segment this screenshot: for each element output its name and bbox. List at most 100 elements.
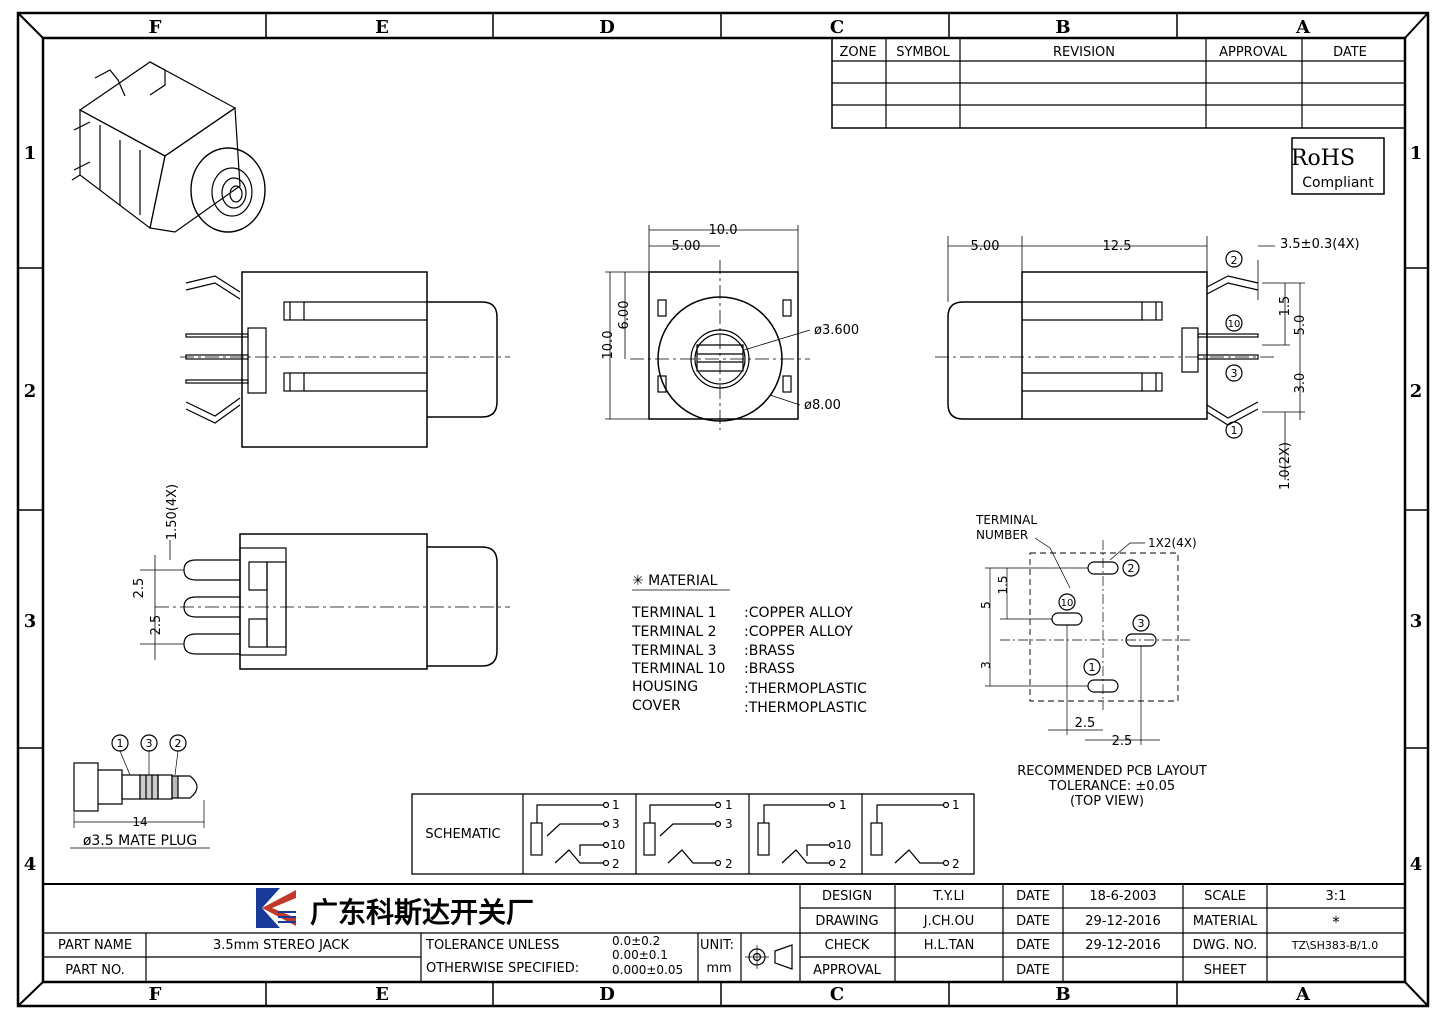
tolerance-value: 0.00±0.1	[612, 948, 668, 962]
dim-half-5: 5.00	[672, 239, 701, 254]
col-label: B	[1055, 984, 1070, 1005]
rohs-title: RoHS	[1291, 146, 1355, 171]
dim-dia-outer: ø8.00	[804, 398, 841, 413]
dim-1-5: 1.5	[1278, 296, 1293, 317]
revision-table: ZONE SYMBOL REVISION APPROVAL DATE	[831, 37, 1406, 129]
col-label: F	[149, 17, 162, 38]
plug-label: ø3.5 MATE PLUG	[83, 833, 197, 849]
col-label: D	[599, 984, 615, 1005]
schematic-label: SCHEMATIC	[425, 827, 500, 842]
scale-label: SCALE	[1204, 889, 1246, 904]
pcb-layout: TERMINAL NUMBER 1X2(4X) 5 1.5 3 2.5 2.5 …	[975, 513, 1207, 809]
row-label: 1	[1410, 143, 1423, 164]
scale-value: 3:1	[1326, 889, 1347, 904]
company-name: 广东科斯达开关厂	[310, 896, 534, 929]
pin-label: 1	[612, 798, 620, 812]
drawing-by: J.CH.OU	[923, 914, 974, 929]
title-block: 广东科斯达开关厂 PART NAME 3.5mm STEREO JACK PAR…	[43, 883, 1405, 982]
design-label: DESIGN	[822, 889, 872, 904]
rohs-subtitle: Compliant	[1302, 175, 1374, 191]
mate-plug: 1 3 2 14 ø3.5 MATE PLUG	[70, 734, 210, 849]
pcb-dim-2-5-a: 2.5	[1075, 716, 1096, 731]
dim-1-0-2x: 1.0(2X)	[1278, 442, 1293, 490]
material-name: COVER	[632, 698, 681, 714]
dim-pin-length: 3.5±0.3(4X)	[1280, 237, 1360, 252]
pcb-terminal-10: 10	[1061, 598, 1074, 609]
sheet-label: SHEET	[1204, 963, 1246, 978]
pcb-tolerance: TOLERANCE: ±0.05	[1048, 779, 1175, 794]
front-view: 10.0 5.00 10.0 6.00 ø3.600 ø8.00	[601, 223, 859, 430]
date-drawing: 29-12-2016	[1085, 914, 1161, 929]
dim-5: 5.00	[971, 239, 1000, 254]
date-label: DATE	[1016, 938, 1050, 953]
col-label: A	[1295, 17, 1311, 38]
material-value: *	[1332, 913, 1340, 931]
dim-12-5: 12.5	[1103, 239, 1132, 254]
date-label: DATE	[1016, 963, 1050, 978]
material-value: :COPPER ALLOY	[744, 624, 853, 640]
col-label: C	[830, 984, 844, 1005]
pcb-dim-3: 3	[979, 661, 993, 669]
plug-length-dim: 14	[132, 815, 147, 829]
pin-label: 10	[610, 838, 625, 852]
pin-label: 1	[952, 798, 960, 812]
col-label: C	[830, 17, 844, 38]
material-name: HOUSING	[632, 679, 698, 695]
row-label: 4	[24, 854, 37, 875]
material-value: :BRASS	[744, 661, 795, 677]
pcb-dim-5: 5	[979, 601, 993, 609]
terminal-10-marker: 10	[1228, 319, 1241, 330]
col-label: E	[375, 984, 389, 1005]
drawing-label: DRAWING	[815, 914, 878, 929]
terminal-number-label: NUMBER	[976, 528, 1028, 542]
tolerance-value: 0.0±0.2	[612, 934, 660, 948]
pin-label: 3	[725, 817, 733, 831]
pin-label: 10	[836, 838, 851, 852]
pcb-dim-1-5: 1.5	[996, 575, 1010, 594]
rev-header-revision: REVISION	[1053, 45, 1115, 60]
terminal-2-marker: 2	[1231, 254, 1238, 267]
plug-ring-1: 1	[117, 737, 124, 750]
pin-label: 3	[612, 817, 620, 831]
dim-height-10: 10.0	[601, 331, 616, 360]
pcb-terminal-3: 3	[1138, 617, 1145, 630]
dim-width-10: 10.0	[709, 223, 738, 238]
pcb-dim-2-5-b: 2.5	[1112, 734, 1133, 749]
terminal-1-marker: 1	[1231, 424, 1238, 437]
row-label: 4	[1410, 854, 1423, 875]
material-name: TERMINAL 2	[631, 624, 717, 640]
material-name: TERMINAL 3	[631, 643, 717, 659]
rev-header-date: DATE	[1333, 45, 1367, 60]
date-check: 29-12-2016	[1085, 938, 1161, 953]
unit-value: mm	[706, 961, 731, 976]
pin-label: 2	[952, 857, 960, 871]
row-label: 2	[1410, 381, 1423, 402]
right-side-view: 5.00 12.5 3.5±0.3(4X) 1.5 5.0 3.0 1.0(2X…	[935, 236, 1360, 490]
material-value: :BRASS	[744, 643, 795, 659]
row-label: 3	[1410, 611, 1423, 632]
material-title: ✳ MATERIAL	[632, 573, 718, 589]
rev-header-symbol: SYMBOL	[896, 45, 950, 60]
dwg-no: TZ\SH383-B/1.0	[1291, 939, 1379, 952]
date-design: 18-6-2003	[1089, 889, 1156, 904]
column-labels-top: F E D C B A	[149, 17, 1311, 38]
bottom-view: 1.50(4X) 2.5 2.5	[132, 484, 510, 670]
approval-label: APPROVAL	[813, 963, 882, 978]
pin-label: 2	[612, 857, 620, 871]
row-label: 2	[24, 381, 37, 402]
unit-label: UNIT:	[700, 938, 734, 953]
check-label: CHECK	[825, 938, 870, 953]
dim-dia-inner: ø3.600	[814, 323, 859, 338]
row-label: 1	[24, 143, 37, 164]
rohs-badge: RoHS Compliant	[1291, 137, 1385, 195]
check-by: H.L.TAN	[924, 938, 975, 953]
design-by: T.Y.LI	[932, 889, 964, 904]
pcb-caption: RECOMMENDED PCB LAYOUT	[1017, 764, 1207, 779]
tolerance-value: 0.000±0.05	[612, 963, 683, 977]
pin-label: 2	[839, 857, 847, 871]
side-view	[180, 271, 510, 448]
projection-symbol-icon	[745, 944, 793, 970]
rev-header-zone: ZONE	[839, 45, 876, 60]
pcb-terminal-1: 1	[1089, 661, 1096, 674]
